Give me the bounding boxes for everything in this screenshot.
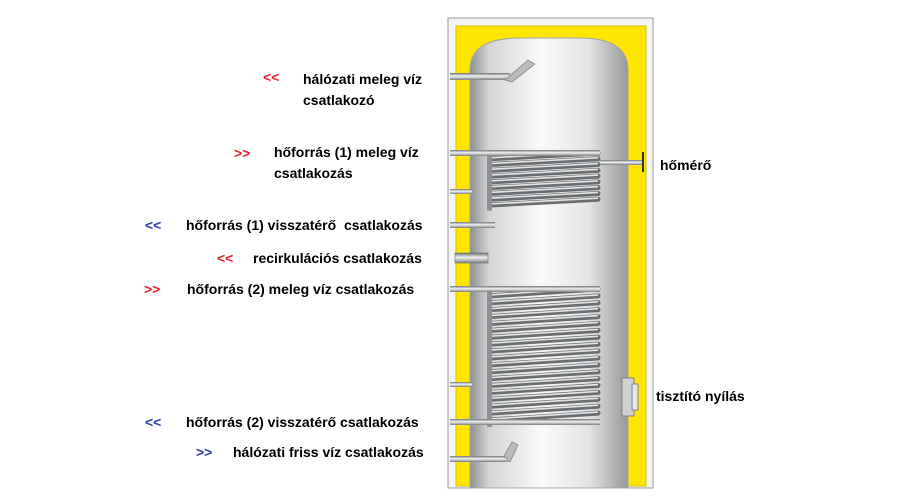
coil-turn-highlight — [489, 168, 599, 176]
coil-turn-highlight — [489, 180, 599, 188]
thermometer-sleeve — [600, 160, 642, 165]
source1-hot-arrow: >> — [234, 145, 251, 161]
source1-return-label: hőforrás (1) visszatérő csatlakozás — [186, 217, 423, 233]
source1-hot-line2: csatlakozás — [274, 165, 353, 181]
coil-turn — [487, 293, 601, 306]
coil-turn-highlight — [489, 369, 599, 379]
coil-turn-highlight — [489, 404, 599, 413]
coil-turn — [487, 167, 601, 179]
hot-mains-arrow: << — [263, 69, 280, 85]
coil-turn — [487, 162, 601, 173]
coil-turn-highlight — [489, 156, 599, 165]
hot-mains-line1: hálózati meleg víz — [303, 71, 423, 87]
coil-turn-highlight — [489, 294, 599, 303]
coil-turn — [487, 389, 601, 402]
coil-turn-highlight — [489, 300, 599, 310]
coil-turn-highlight — [489, 328, 599, 338]
coil-turn — [487, 341, 601, 354]
source2-return-label: hőforrás (2) visszatérő csatlakozás — [186, 414, 419, 430]
coil-turn-highlight — [489, 197, 599, 205]
source2-hot-pipe — [450, 286, 600, 292]
cold-mains-pipe — [450, 456, 508, 462]
source1-hot-label: hőforrás (1) meleg víz csatlakozás — [274, 142, 419, 184]
coil-turn — [487, 396, 601, 409]
coil-turn-highlight — [489, 363, 599, 372]
cold-mains-bend — [503, 441, 519, 463]
coil-turn — [487, 362, 601, 375]
coil-turn-highlight — [489, 349, 599, 358]
coil-turn — [487, 327, 601, 340]
coil-turn — [487, 410, 601, 423]
sensor-stub-1 — [450, 189, 472, 194]
source1-return-pipe — [450, 222, 495, 228]
source2-return-pipe — [450, 419, 600, 425]
coil-turn-highlight — [489, 321, 599, 331]
coil-turn-highlight — [489, 174, 599, 182]
coil-turn-highlight — [489, 314, 599, 324]
coil-turn-highlight — [489, 411, 599, 420]
recirculation-pipe — [454, 252, 489, 264]
coil-turn-highlight — [489, 383, 599, 393]
coil-turn — [487, 190, 601, 202]
source1-hot-line1: hőforrás (1) meleg víz — [274, 144, 419, 160]
source2-hot-label: hőforrás (2) meleg víz csatlakozás — [187, 281, 415, 297]
coil-turn-highlight — [489, 335, 599, 344]
source1-return-arrow: << — [145, 217, 162, 233]
coil-turn-highlight — [489, 307, 599, 317]
coil-turn-highlight — [489, 397, 599, 407]
coil-turn — [487, 369, 601, 382]
coil-turn — [487, 185, 601, 196]
recirculation-arrow: << — [217, 250, 234, 266]
coil-turn — [487, 196, 601, 208]
source2-return-arrow: << — [145, 414, 162, 430]
source1-hot-pipe — [450, 150, 600, 156]
coil-turn-highlight — [489, 185, 599, 194]
coil-turn-highlight — [489, 191, 599, 200]
coil-turn — [487, 320, 601, 333]
thermometer-label: hőmérő — [660, 157, 712, 173]
cold-mains-label: hálózati friss víz csatlakozás — [233, 444, 424, 460]
coil-turn — [487, 179, 601, 191]
coil-turn — [487, 355, 601, 368]
coil-turn — [487, 307, 601, 320]
cleaning-opening-label: tisztító nyílás — [656, 388, 745, 404]
upper-coil — [487, 150, 601, 211]
connection-pipes — [450, 59, 644, 463]
hot-mains-label: hálózati meleg víz csatlakozó — [303, 69, 422, 111]
coil-turn — [487, 314, 601, 326]
coil-turn-highlight — [489, 376, 599, 386]
coil-side — [487, 153, 492, 211]
source2-hot-arrow: >> — [144, 281, 161, 297]
coil-turn — [487, 173, 601, 185]
coil-turn — [487, 156, 601, 168]
coil-turn-highlight — [489, 342, 599, 351]
coil-turn — [487, 376, 601, 389]
coil-turn-highlight — [489, 162, 599, 171]
coil-turn — [487, 383, 601, 395]
sensor-stub-2 — [450, 382, 472, 387]
recirculation-label: recirkulációs csatlakozás — [253, 250, 422, 266]
coil-side — [487, 289, 492, 427]
coil-turn — [487, 300, 601, 313]
coil-turn — [487, 334, 601, 347]
coil-turn-highlight — [489, 390, 599, 400]
cold-mains-arrow: >> — [196, 444, 213, 460]
hot-mains-line2: csatlakozó — [303, 92, 375, 108]
coil-turn — [487, 403, 601, 416]
hot-mains-pipe — [450, 73, 510, 80]
coil-turn-highlight — [489, 356, 599, 365]
coil-turn — [487, 348, 601, 361]
hot-mains-riser — [504, 59, 536, 83]
